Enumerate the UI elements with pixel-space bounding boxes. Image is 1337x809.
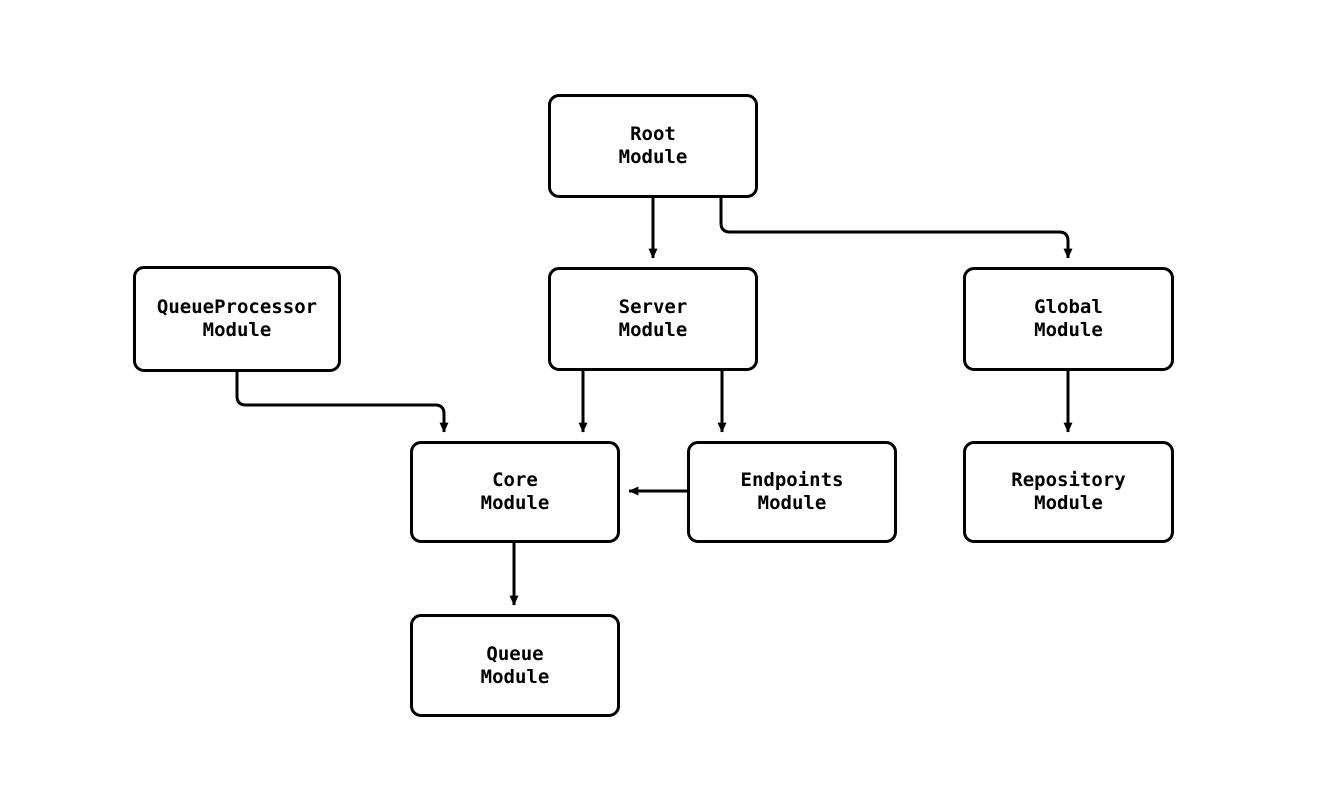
node-global[interactable]: Global Module — [963, 267, 1174, 371]
edge-queueprocessor-core — [235, 372, 449, 433]
node-endpoints[interactable]: Endpoints Module — [687, 441, 897, 543]
node-core[interactable]: Core Module — [410, 441, 620, 543]
node-repository[interactable]: Repository Module — [963, 441, 1174, 543]
node-global-suffix: Module — [1034, 319, 1103, 341]
node-endpoints-suffix: Module — [757, 492, 827, 514]
node-queue[interactable]: Queue Module — [410, 614, 620, 717]
node-global-name: Global — [1034, 296, 1103, 318]
node-core-name: Core — [492, 469, 538, 491]
node-root-suffix: Module — [618, 146, 688, 168]
node-server-suffix: Module — [618, 319, 688, 341]
node-repository-suffix: Module — [1034, 492, 1103, 514]
node-queue-name: Queue — [486, 642, 544, 665]
node-endpoints-name: Endpoints — [740, 469, 844, 491]
node-queueprocessor[interactable]: QueueProcessor Module — [133, 266, 341, 372]
node-repository-name: Repository — [1011, 469, 1126, 491]
node-server-name: Server — [618, 296, 688, 318]
node-queue-suffix: Module — [480, 665, 550, 688]
node-queueprocessor-name: QueueProcessor — [156, 296, 318, 318]
node-root-name: Root — [630, 123, 676, 145]
node-queueprocessor-suffix: Module — [202, 319, 272, 341]
node-root[interactable]: Root Module — [548, 94, 758, 198]
edge-root-global — [719, 198, 1073, 259]
node-server[interactable]: Server Module — [548, 267, 758, 371]
node-core-suffix: Module — [480, 492, 550, 514]
